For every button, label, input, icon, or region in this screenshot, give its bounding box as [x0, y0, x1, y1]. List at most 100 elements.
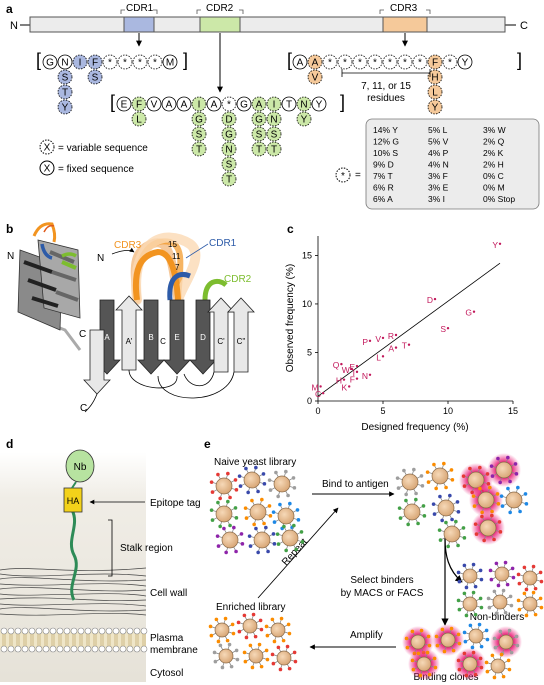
residue-letter: T — [62, 88, 68, 99]
topology-n-label: N — [97, 253, 104, 264]
svg-text:]: ] — [183, 50, 188, 70]
point-marker — [348, 385, 351, 388]
legend-variable-text: = variable sequence — [58, 143, 148, 154]
nanobody-label: Nb — [74, 462, 87, 473]
residue: * — [102, 54, 118, 70]
data-point: Q — [333, 360, 343, 370]
residue-variant: S — [191, 126, 207, 142]
sequence-c-terminus: C — [520, 20, 528, 32]
nanobody-sequence-bar — [29, 16, 506, 33]
residue-letter: A — [312, 58, 319, 69]
residue-letter: A — [211, 100, 218, 111]
x-tick-label: 0 — [315, 406, 320, 416]
frequency-entry: 2% H — [483, 160, 504, 170]
yeast-cell — [209, 499, 239, 529]
residue: T — [57, 84, 73, 100]
yeast-cell — [488, 560, 516, 588]
residue-letter: Y — [316, 100, 323, 111]
point-marker — [355, 377, 359, 380]
residue: * — [367, 54, 383, 70]
frequency-entry: 4% N — [428, 160, 449, 170]
svg-text:T: T — [196, 145, 202, 156]
residue: V — [307, 69, 323, 85]
data-point: E — [349, 362, 359, 372]
yeast-cell — [397, 497, 427, 527]
point-label: P — [362, 337, 368, 347]
cdr3-region — [382, 16, 428, 33]
svg-text:S: S — [271, 130, 278, 141]
residue: G — [42, 54, 58, 70]
yeast-cell — [486, 588, 514, 616]
yeast-cells — [208, 453, 544, 680]
residue: I — [266, 96, 282, 112]
residue-letter: * — [328, 58, 332, 69]
cdr3-length-note: 7, 11, or 15 — [361, 81, 411, 92]
residue-letter: * — [448, 58, 452, 69]
x-axis-label: Designed frequency (%) — [361, 422, 468, 433]
residue-variant: N — [221, 141, 237, 157]
data-point: P — [362, 337, 372, 347]
residue-letter: N — [61, 58, 68, 69]
star-equals: = — [355, 170, 361, 181]
yeast-cell — [432, 624, 464, 656]
frequency-entry: 6% R — [373, 183, 394, 193]
residue-letter: T — [286, 100, 292, 111]
data-point: T — [402, 341, 411, 351]
yeast-cell — [456, 590, 484, 618]
y-axis-label: Observed frequency (%) — [285, 264, 296, 372]
frequency-table — [365, 118, 540, 210]
data-point: G — [465, 308, 476, 318]
data-point: M — [312, 382, 322, 392]
residue-letter: H — [431, 73, 438, 84]
svg-text:T: T — [226, 175, 232, 186]
point-label: Y — [492, 240, 498, 250]
panel-a-label: a — [6, 2, 13, 16]
svg-text:[: [ — [110, 92, 115, 112]
naive-library-label: Naive yeast library — [214, 457, 296, 468]
point-label: W — [342, 365, 350, 375]
residue-variant: L — [131, 111, 147, 127]
cdr1-label: CDR1 — [126, 3, 154, 14]
data-point: W — [342, 365, 353, 375]
residue: * — [412, 54, 428, 70]
yeast-cell — [499, 485, 529, 515]
residue-letter: * — [227, 100, 231, 111]
residue-letter: V — [151, 100, 158, 111]
svg-text:[: [ — [287, 50, 292, 70]
point-label: D — [427, 295, 433, 305]
residue-letter: Y — [462, 58, 469, 69]
residue: Y — [457, 54, 473, 70]
frequency-entry: 2% Q — [483, 137, 505, 147]
plasma-membrane — [0, 627, 148, 653]
point-marker — [446, 327, 450, 330]
yeast-cell — [454, 648, 486, 680]
residue: N — [296, 96, 312, 112]
topology-diagram: N 15 11 7 CDR3 CDR1 CDR2 A B E — [80, 232, 255, 414]
data-point: I — [353, 368, 359, 378]
svg-text:S: S — [226, 160, 233, 171]
yeast-cell — [237, 465, 267, 495]
residue-letter: F — [136, 100, 142, 111]
stalk — [69, 509, 78, 601]
frequency-entry: 3% E — [428, 183, 449, 193]
data-point: D — [427, 295, 437, 305]
yeast-cell — [236, 612, 264, 640]
yeast-cell — [208, 616, 236, 644]
structure-n-label: N — [7, 251, 14, 262]
strand-d: D — [200, 333, 206, 342]
svg-text:G: G — [255, 115, 263, 126]
residue-letter: * — [418, 58, 422, 69]
residue: H — [427, 69, 443, 85]
data-point: H — [336, 376, 346, 386]
point-label: G — [465, 308, 472, 318]
frequency-entry: 10% S — [373, 148, 398, 158]
yeast-cell — [270, 644, 298, 672]
yeast-cell — [212, 642, 240, 670]
point-label: V — [375, 334, 381, 344]
residue: N — [57, 54, 73, 70]
residue: * — [397, 54, 413, 70]
yeast-cell — [215, 525, 245, 555]
structure-c-label: C — [79, 329, 86, 340]
